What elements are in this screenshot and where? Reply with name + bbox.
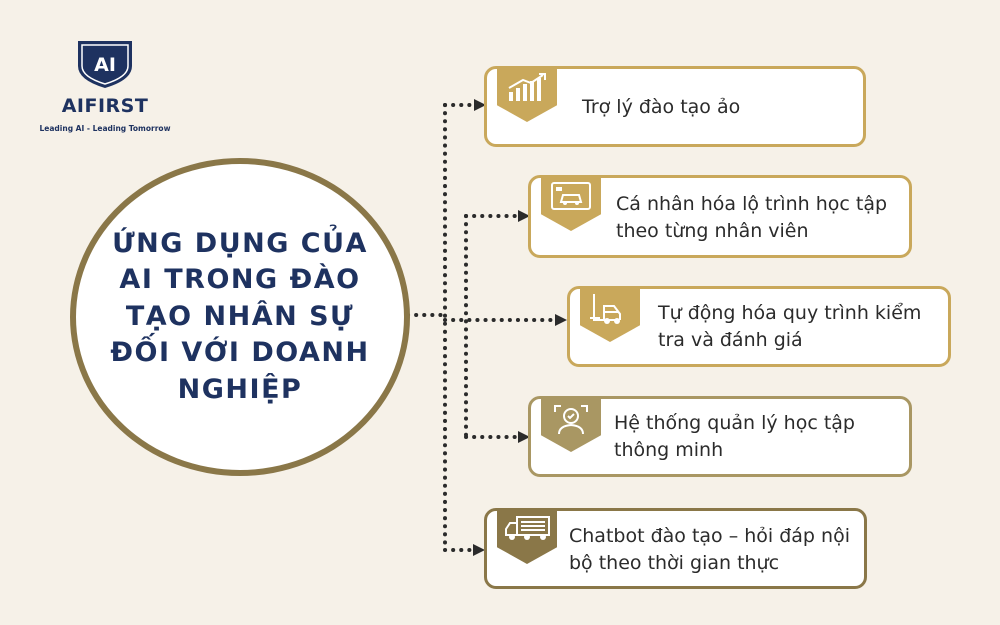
car-screen-icon [551,182,591,210]
card-label: Chatbot đào tạo – hỏi đáp nội bộ theo th… [569,525,850,574]
card-training-chatbot: Chatbot đào tạo – hỏi đáp nội bộ theo th… [484,508,867,589]
badge-2 [541,175,601,231]
card-automated-assessment: Tự động hóa quy trình kiểm tra và đánh g… [567,286,951,367]
badge-4 [541,396,601,452]
logo: AI AIFIRST Leading AI - Leading Tomorrow [20,38,190,138]
card-label: Cá nhân hóa lộ trình học tập theo từng n… [616,193,888,242]
card-smart-lms: Hệ thống quản lý học tập thông minh [528,396,912,477]
badge-1 [497,66,557,122]
card-virtual-training-assistant: Trợ lý đào tạo ảo [484,66,866,147]
card-label: Hệ thống quản lý học tập thông minh [614,412,855,461]
forklift-icon [590,294,621,324]
truck-icon [505,516,550,540]
logo-monogram: AI [94,54,116,76]
card-label: Trợ lý đào tạo ảo [582,96,741,118]
arrowhead-3 [555,314,567,326]
hub-title: ỨNG DỤNG CỦA AI TRONG ĐÀO TẠO NHÂN SỰ ĐỐ… [110,227,370,405]
card-personalized-learning-path: Cá nhân hóa lộ trình học tập theo từng n… [528,175,912,258]
growth-chart-icon [508,73,546,101]
central-hub: ỨNG DỤNG CỦA AI TRONG ĐÀO TẠO NHÂN SỰ ĐỐ… [70,158,410,476]
badge-5 [497,508,557,564]
brand-tagline: Leading AI - Leading Tomorrow [39,124,171,133]
brand-name: AIFIRST [61,95,149,117]
card-label: Tự động hóa quy trình kiểm tra và đánh g… [658,302,922,351]
badge-3 [580,286,640,342]
shield-logo-icon: AI [78,41,132,88]
face-scan-icon [554,405,588,435]
